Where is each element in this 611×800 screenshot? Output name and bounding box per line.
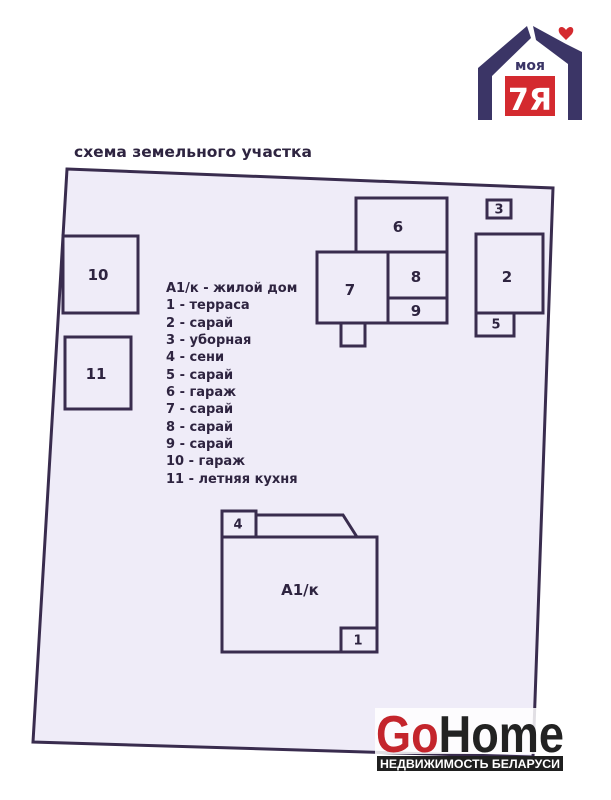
legend-item: 4 - сени	[166, 350, 224, 365]
svg-text:5: 5	[491, 318, 500, 333]
svg-text:2: 2	[502, 268, 512, 286]
legend: А1/к - жилой дом 1 - терраса 2 - сарай 3…	[166, 281, 298, 487]
svg-text:7: 7	[345, 281, 355, 299]
svg-text:НЕДВИЖИМОСТЬ БЕЛАРУСИ: НЕДВИЖИМОСТЬ БЕЛАРУСИ	[380, 759, 560, 771]
legend-item: А1/к - жилой дом	[166, 281, 297, 296]
svg-text:4: 4	[233, 518, 242, 533]
moya-7ya-logo: моя 7Я	[478, 26, 582, 120]
building-8: 8	[386, 250, 449, 300]
legend-item: 7 - сарай	[166, 402, 233, 417]
diagram-title: схема земельного участка	[74, 143, 312, 161]
building-9: 9	[386, 296, 449, 325]
legend-item: 8 - сарай	[166, 420, 233, 435]
building-4: 4	[220, 509, 359, 539]
legend-item: 10 - гараж	[166, 454, 245, 469]
legend-item: 11 - летняя кухня	[166, 472, 298, 487]
svg-text:9: 9	[411, 302, 421, 320]
building-6: 6	[354, 196, 449, 254]
svg-text:11: 11	[86, 365, 107, 383]
svg-text:7Я: 7Я	[508, 83, 552, 118]
gohome-logo: GoHome НЕДВИЖИМОСТЬ БЕЛАРУСИ	[375, 706, 565, 771]
svg-text:6: 6	[393, 218, 403, 236]
heart-icon	[558, 27, 574, 40]
building-7: 7	[315, 250, 390, 348]
svg-text:GoHome: GoHome	[376, 706, 564, 764]
svg-text:1: 1	[353, 634, 362, 649]
svg-text:3: 3	[494, 203, 503, 218]
legend-item: 1 - терраса	[166, 298, 250, 313]
svg-text:10: 10	[88, 266, 109, 284]
svg-text:8: 8	[411, 268, 421, 286]
building-11: 11	[63, 335, 133, 411]
building-3: 3	[485, 198, 513, 220]
legend-item: 3 - уборная	[166, 333, 251, 348]
building-1: 1	[339, 626, 379, 654]
building-2: 2	[474, 232, 545, 315]
legend-item: 6 - гараж	[166, 385, 236, 400]
legend-item: 9 - сарай	[166, 437, 233, 452]
svg-text:моя: моя	[515, 58, 545, 74]
building-5: 5	[474, 311, 516, 338]
legend-item: 5 - сарай	[166, 368, 233, 383]
legend-item: 2 - сарай	[166, 316, 233, 331]
svg-text:А1/к: А1/к	[281, 581, 319, 599]
building-10: 10	[61, 234, 140, 315]
